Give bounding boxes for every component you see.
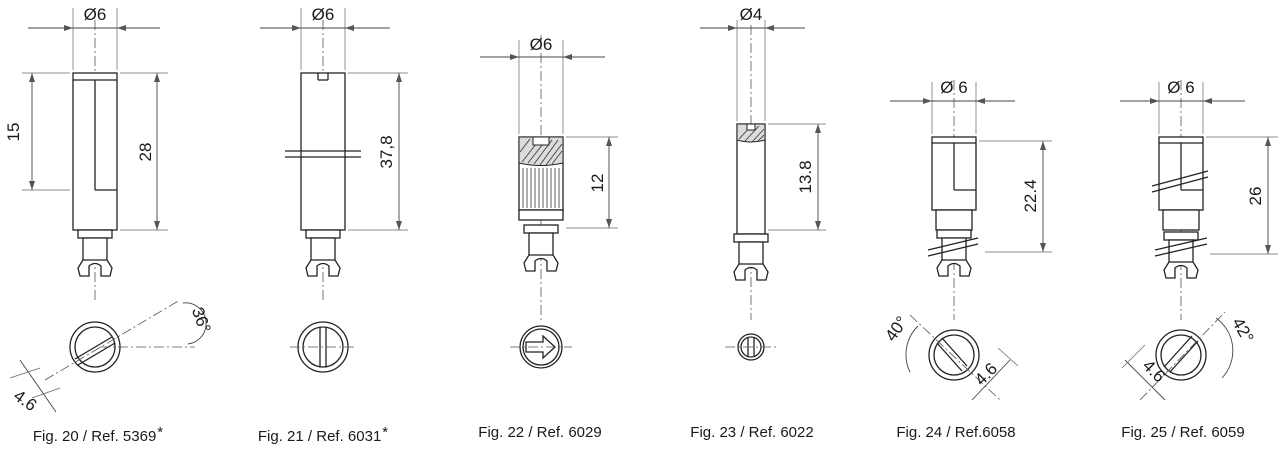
fig21-caption: Fig. 21 / Ref. 6031* xyxy=(258,424,388,445)
fig23-drawing: Ø4 13.8 xyxy=(700,5,826,361)
fig24-angle-label: 40° xyxy=(881,313,911,345)
fig25-dim-length: 26 xyxy=(1246,187,1265,206)
fig20-angle-label: 36° xyxy=(188,305,215,336)
fig25-diameter-label: Ø 6 xyxy=(1167,78,1194,97)
fig20-width-label: 4.6 xyxy=(10,386,40,415)
fig25-caption: Fig. 25 / Ref. 6059 xyxy=(1121,424,1244,441)
fig24-caption-text: Fig. 24 / Ref.6058 xyxy=(896,424,1016,441)
fig20-caption-text: Fig. 20 / Ref. 5369 xyxy=(32,428,157,445)
fig20-drawing: Ø6 15 28 36° 4.6 xyxy=(4,5,214,415)
fig22-drawing: Ø6 12 xyxy=(480,35,618,369)
fig23-caption-text: Fig. 23 / Ref. 6022 xyxy=(690,424,814,441)
fig21-caption-text: Fig. 21 / Ref. 6031 xyxy=(257,428,382,445)
fig22-dim-length: 12 xyxy=(588,174,607,193)
fig23-dim-length: 13.8 xyxy=(796,160,815,193)
fig21-diameter-label: Ø6 xyxy=(312,5,335,24)
fig25-drawing: Ø 6 26 42° 4.6 xyxy=(1120,78,1278,401)
fig22-caption: Fig. 22 / Ref. 6029 xyxy=(478,424,601,441)
fig24-diameter-label: Ø 6 xyxy=(940,78,967,97)
fig20-diameter-label: Ø6 xyxy=(84,5,107,24)
fig22-caption-text: Fig. 22 / Ref. 6029 xyxy=(478,424,602,441)
fig23-caption: Fig. 23 / Ref. 6022 xyxy=(690,424,813,441)
fig21-asterisk: * xyxy=(382,424,389,441)
fig24-caption: Fig. 24 / Ref.6058 xyxy=(896,424,1015,441)
fig20-asterisk: * xyxy=(157,424,164,441)
fig21-dim-length: 37,8 xyxy=(377,135,396,168)
fig20-dim-length-15: 15 xyxy=(4,123,23,142)
fig24-dim-length: 22.4 xyxy=(1021,179,1040,212)
fig23-diameter-label: Ø4 xyxy=(740,5,763,24)
fig25-caption-text: Fig. 25 / Ref. 6059 xyxy=(1121,424,1245,441)
fig20-caption: Fig. 20 / Ref. 5369* xyxy=(33,424,163,445)
fig25-angle-label: 42° xyxy=(1228,314,1257,346)
fig22-diameter-label: Ø6 xyxy=(530,35,553,54)
fig24-drawing: Ø 6 22.4 40° 4.6 xyxy=(881,78,1052,401)
fig20-dim-length-28: 28 xyxy=(136,143,155,162)
fig21-drawing: Ø6 37,8 xyxy=(260,5,408,373)
